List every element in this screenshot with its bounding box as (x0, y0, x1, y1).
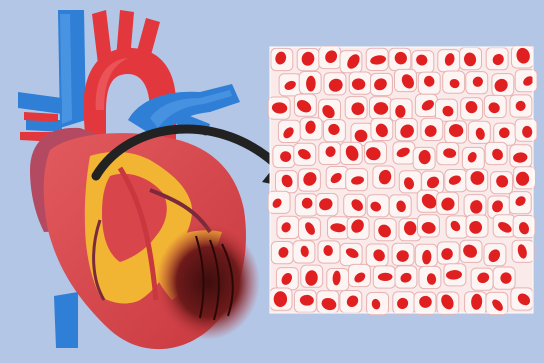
pulmonary-veins-left (18, 92, 62, 114)
inferior-vena-cava (54, 292, 78, 348)
myocardial-tissue-panel (268, 46, 537, 315)
infarct-region (156, 224, 260, 340)
cell-nucleus (374, 102, 389, 115)
heart-illustration (18, 10, 260, 349)
